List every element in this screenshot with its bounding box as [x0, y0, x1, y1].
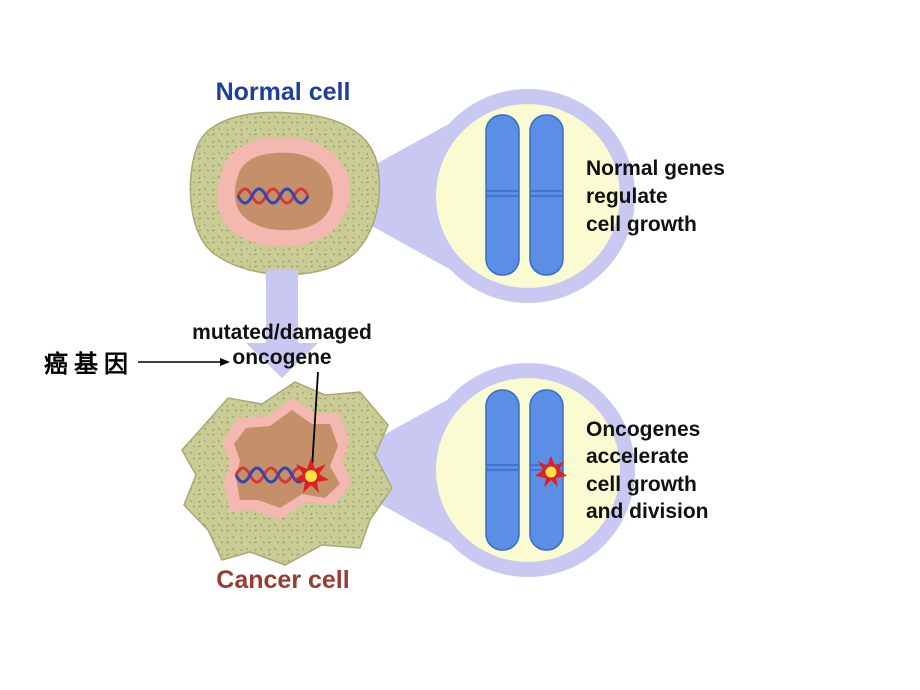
transition-down-arrow [246, 270, 318, 378]
normal-cell-title: Normal cell [216, 78, 351, 106]
cancer-magnifier-circle [436, 378, 620, 562]
cancer-cell-title: Cancer cell [216, 566, 349, 594]
cancer-cell-group: Cancer cell Oncogenes accelerate cell gr… [181, 363, 709, 594]
oncogenes-line-1: Oncogenes [586, 418, 700, 441]
normal-genes-line-3: cell growth [586, 213, 697, 236]
normal-dna-helix [236, 187, 310, 205]
cell-mutation-star-icon [293, 458, 329, 493]
normal-magnifier-circle [436, 104, 620, 288]
normal-genes-line-2: regulate [586, 185, 668, 208]
oncogenes-line-2: accelerate [586, 445, 689, 468]
mutated-label-line-1: mutated/damaged [192, 321, 372, 344]
normal-genes-line-1: Normal genes [586, 157, 725, 180]
oncogenes-line-3: cell growth [586, 473, 697, 496]
mutated-label-line-2: oncogene [232, 346, 331, 369]
oncogenes-line-4: and division [586, 500, 709, 523]
chinese-label-arrow [138, 358, 230, 366]
mutation-pointer-line [311, 371, 319, 469]
cancer-chromosome-left [485, 389, 520, 551]
normal-chromosome-right [529, 114, 564, 276]
normal-chromosome-left [485, 114, 520, 276]
cancer-dna-helix [234, 466, 308, 484]
normal-cell-group: Normal cell Normal genes regulate cell g… [189, 78, 725, 303]
chromosome-mutation-star-icon [535, 456, 567, 487]
chinese-oncogene-label: 癌基因 [44, 349, 134, 378]
